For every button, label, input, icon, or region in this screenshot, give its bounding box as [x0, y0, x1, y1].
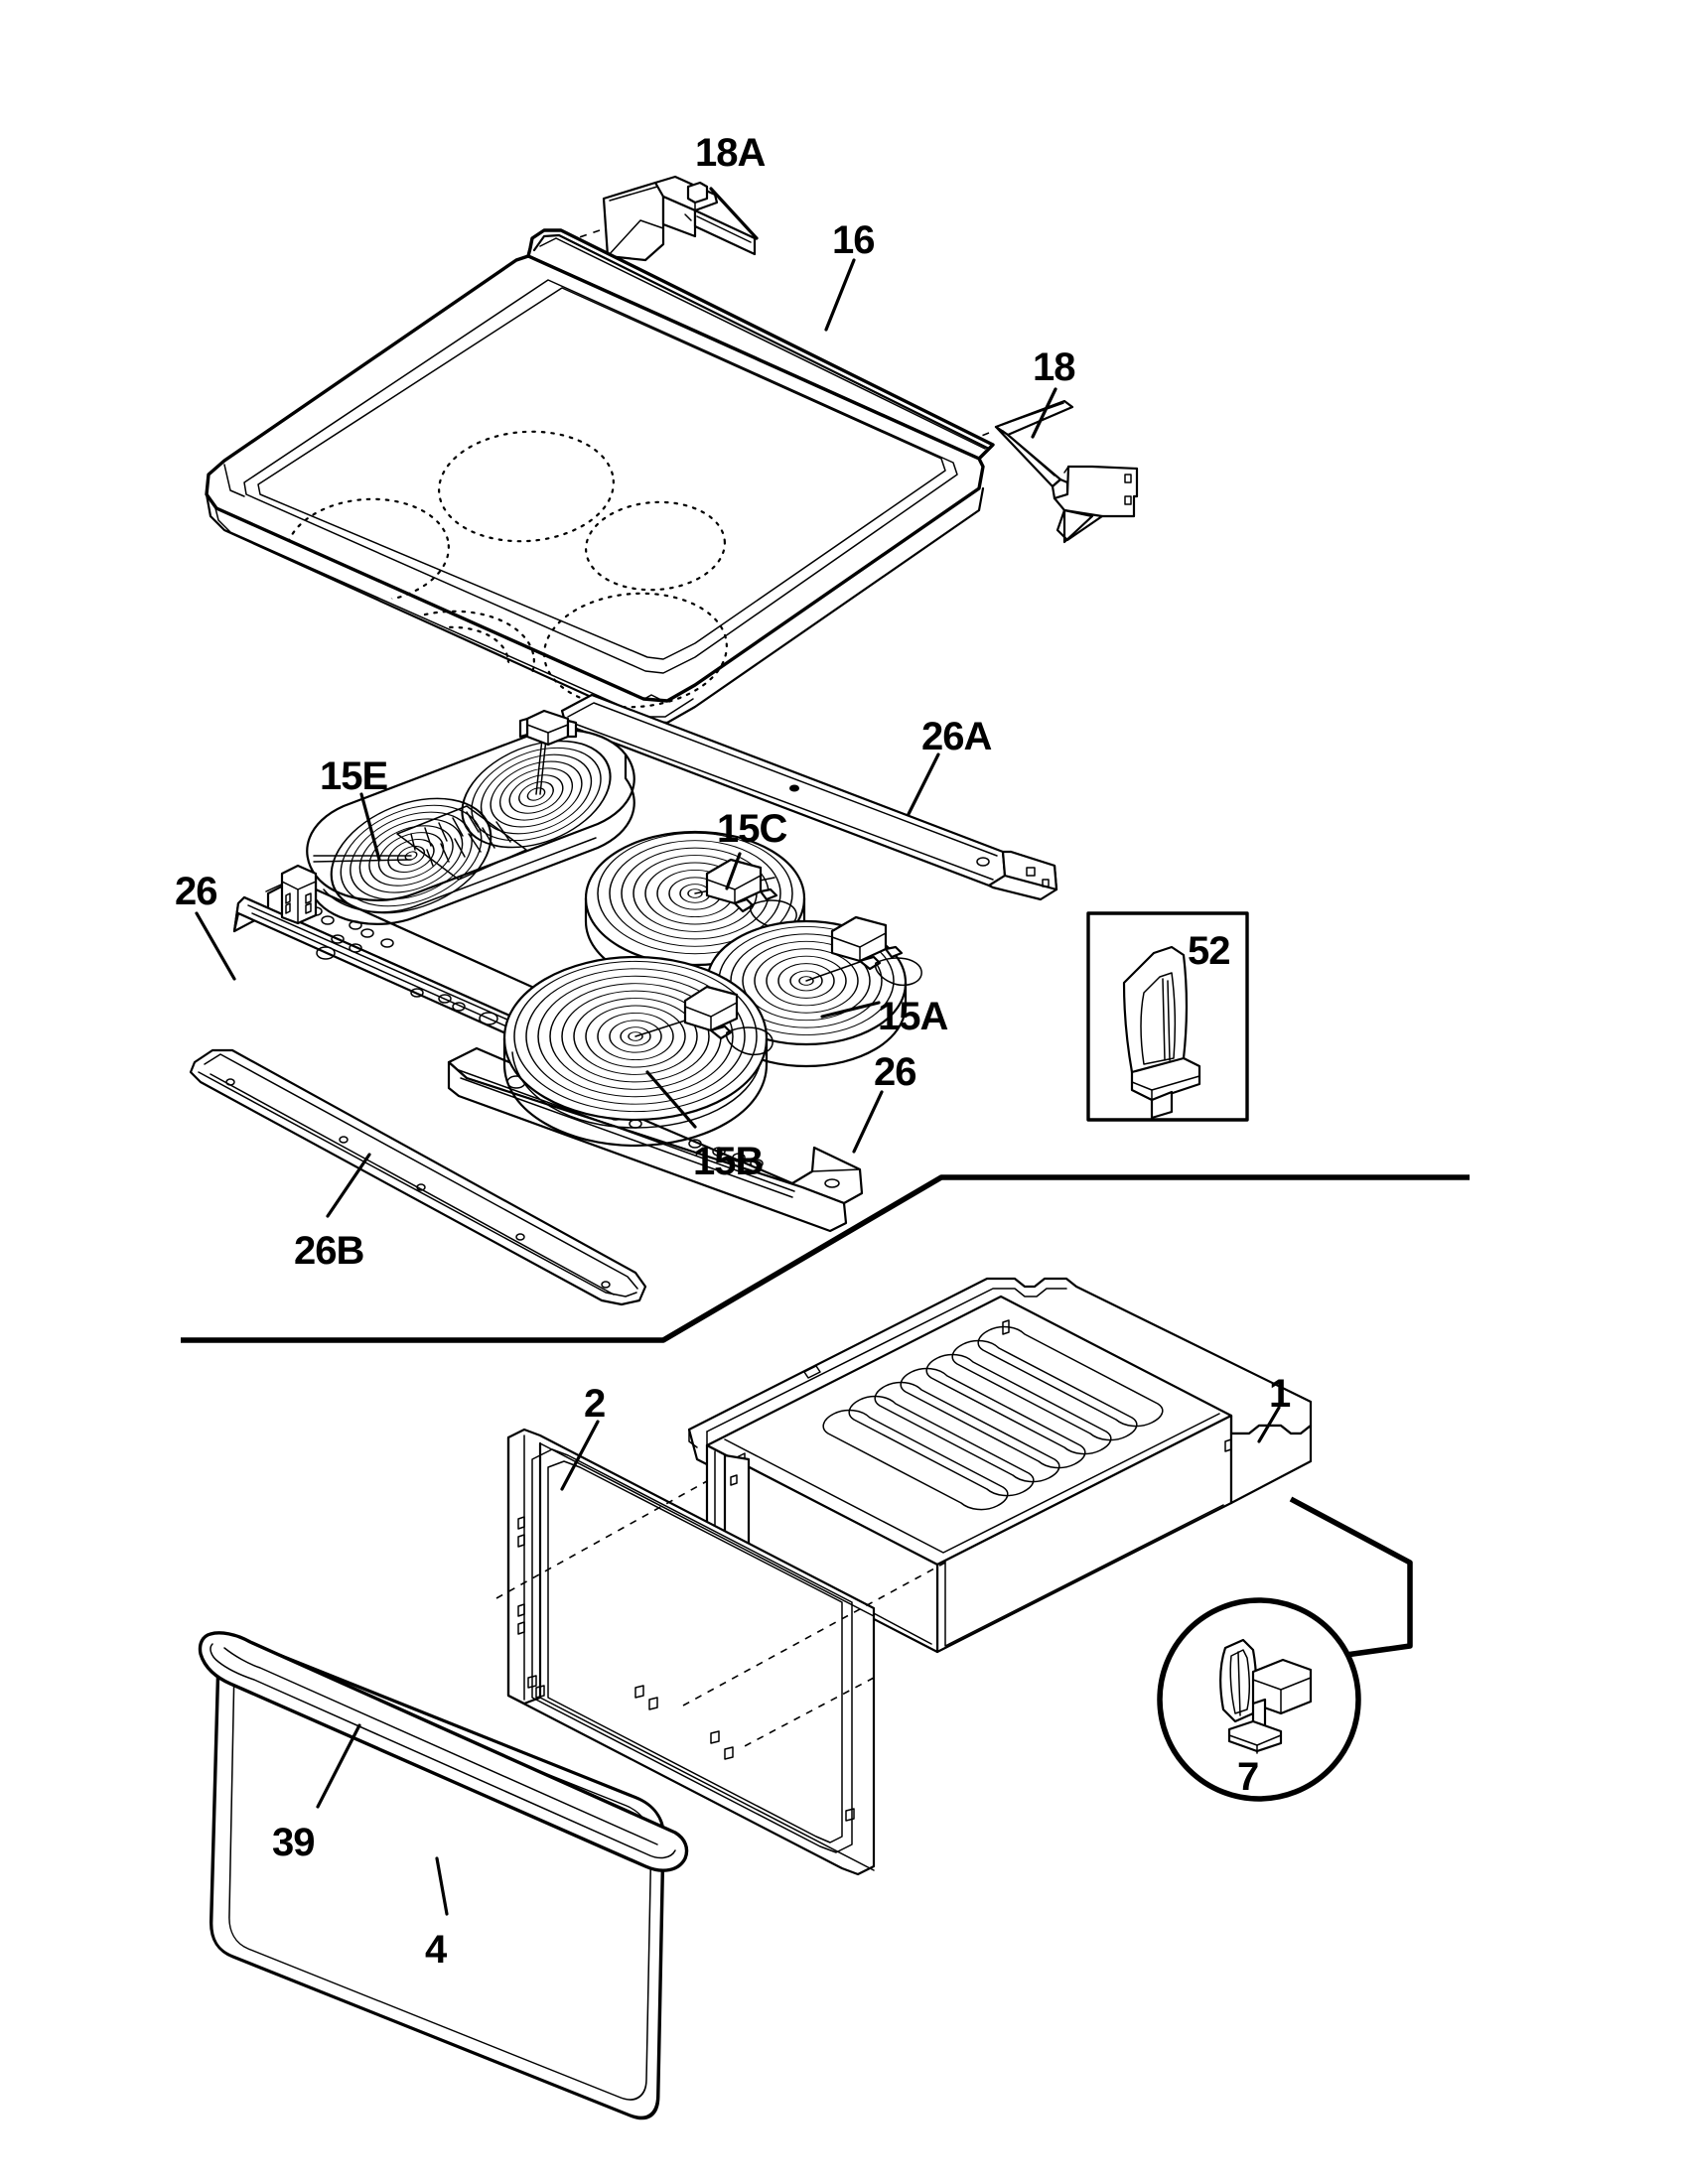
callout-15b-large-element: 15B — [693, 1140, 764, 1183]
leader-39 — [316, 1723, 361, 1809]
callout-18a-cooktop-hinge-bracket: 18A — [695, 131, 766, 175]
part-39-drawer-handle — [198, 1631, 689, 1872]
callout-18-cooktop-support-bracket: 18 — [1033, 345, 1075, 389]
callout-26-element-support-bracket-left: 26 — [175, 870, 217, 913]
callout-26b-front-support-trim-rail: 26B — [294, 1229, 364, 1273]
inset-52-leveling-leg — [1086, 911, 1249, 1122]
inset-7-drawer-glide-clip — [1157, 1496, 1413, 1802]
leader-4 — [435, 1856, 449, 1916]
leader-15c — [725, 852, 742, 890]
leader-18a — [709, 187, 759, 240]
part-15b-large-element — [502, 955, 774, 1148]
callout-26a-rear-element-support-rail: 26A — [921, 715, 992, 758]
leader-18 — [1031, 387, 1057, 439]
leader-1 — [1257, 1406, 1281, 1443]
part-26b-front-trim-rail — [189, 1048, 647, 1306]
part-16-glass-cooktop — [205, 228, 995, 725]
leader-26b — [326, 1153, 371, 1218]
callout-26-element-support-bracket-right: 26 — [874, 1050, 916, 1094]
callout-39-drawer-handle: 39 — [272, 1821, 315, 1864]
leader-15b — [645, 1070, 697, 1129]
leader-16 — [824, 258, 856, 332]
callout-1-storage-drawer-body: 1 — [1269, 1372, 1291, 1416]
section-separator — [181, 1174, 1470, 1343]
callout-15c-medium-element: 15C — [717, 807, 787, 851]
part-15e-dual-bridge-element — [280, 709, 635, 925]
leader-15e — [359, 792, 381, 862]
callout-2-drawer-front-frame-panel: 2 — [584, 1382, 606, 1426]
callout-7-drawer-glide-clip-inset: 7 — [1237, 1755, 1259, 1799]
part-1-storage-drawer-body — [687, 1277, 1313, 1654]
part-2-drawer-front-frame — [495, 1428, 946, 1876]
callout-16-cooktop-glass-main-top: 16 — [832, 218, 875, 262]
leader-26-right — [852, 1090, 884, 1154]
callout-52-leveling-leg-inset: 52 — [1188, 929, 1230, 973]
callout-4-drawer-front-outer-panel: 4 — [425, 1928, 447, 1972]
part-18-support-bracket — [908, 399, 1139, 544]
leader-26-left — [195, 911, 236, 981]
part-26a-rear-support-rail — [560, 693, 1058, 901]
leader-26a — [907, 752, 940, 816]
callout-15a-small-element: 15A — [878, 995, 948, 1038]
leader-2 — [560, 1420, 600, 1491]
part-18a-hinge-bracket — [529, 175, 757, 262]
callout-15e-dual-bridge-element: 15E — [320, 754, 388, 798]
leader-15a — [820, 1001, 881, 1019]
